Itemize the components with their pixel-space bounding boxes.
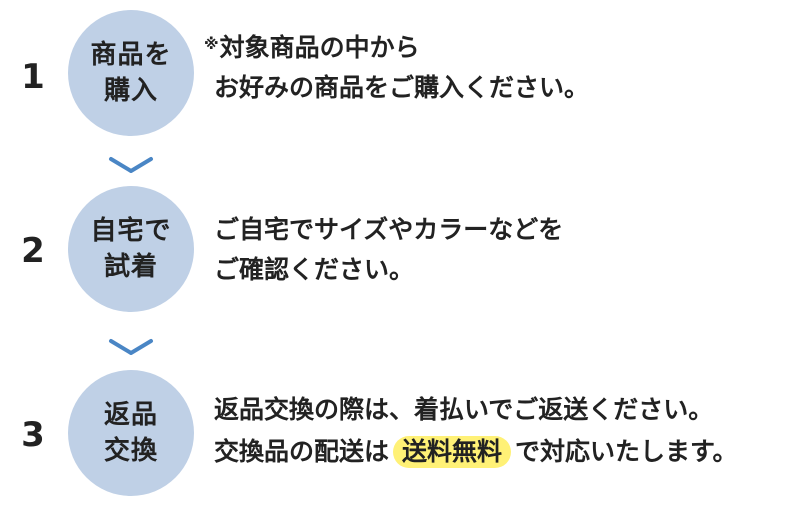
step-description-text: 対象商品の中から (219, 33, 420, 62)
step-description-text: で対応いたします。 (515, 437, 738, 466)
step-title-line: 返品 (103, 400, 158, 430)
step-description-line: ご自宅でサイズやカラーなどを (214, 215, 564, 244)
step-number: 2 (21, 231, 45, 271)
step-title-line: 自宅で (90, 216, 172, 246)
step-2: 2 自宅で 試着 ご自宅でサイズやカラーなどを ご確認ください。 (0, 184, 790, 314)
step-3: 3 返品 交換 返品交換の際は、着払いでご返送ください。 交換品の配送は送料無料… (0, 368, 790, 498)
note-mark: ※ (204, 35, 219, 53)
step-title-line: 購入 (103, 76, 158, 106)
step-circle: 自宅で 試着 (68, 186, 194, 312)
step-number: 3 (21, 415, 45, 455)
step-title-line: 交換 (103, 436, 158, 466)
step-title-line: 試着 (103, 252, 158, 282)
free-shipping-badge: 送料無料 (393, 436, 512, 468)
step-description-line: ※対象商品の中から (204, 32, 420, 64)
step-description-line: 返品交換の際は、着払いでご返送ください。 (214, 395, 714, 424)
chevron-down-icon (109, 339, 153, 355)
step-description-line: 交換品の配送は送料無料で対応いたします。 (214, 436, 738, 468)
step-description-line: ご確認ください。 (214, 255, 415, 284)
step-number: 1 (21, 57, 45, 97)
step-title-line: 商品を (90, 40, 172, 70)
step-description-text: 交換品の配送は (214, 437, 390, 466)
chevron-down-icon (109, 157, 153, 173)
step-description-line: お好みの商品をご購入ください。 (214, 73, 590, 102)
step-circle: 商品を 購入 (68, 10, 194, 136)
step-circle: 返品 交換 (68, 370, 194, 496)
step-1: 1 商品を 購入 ※対象商品の中から お好みの商品をご購入ください。 (0, 8, 790, 138)
